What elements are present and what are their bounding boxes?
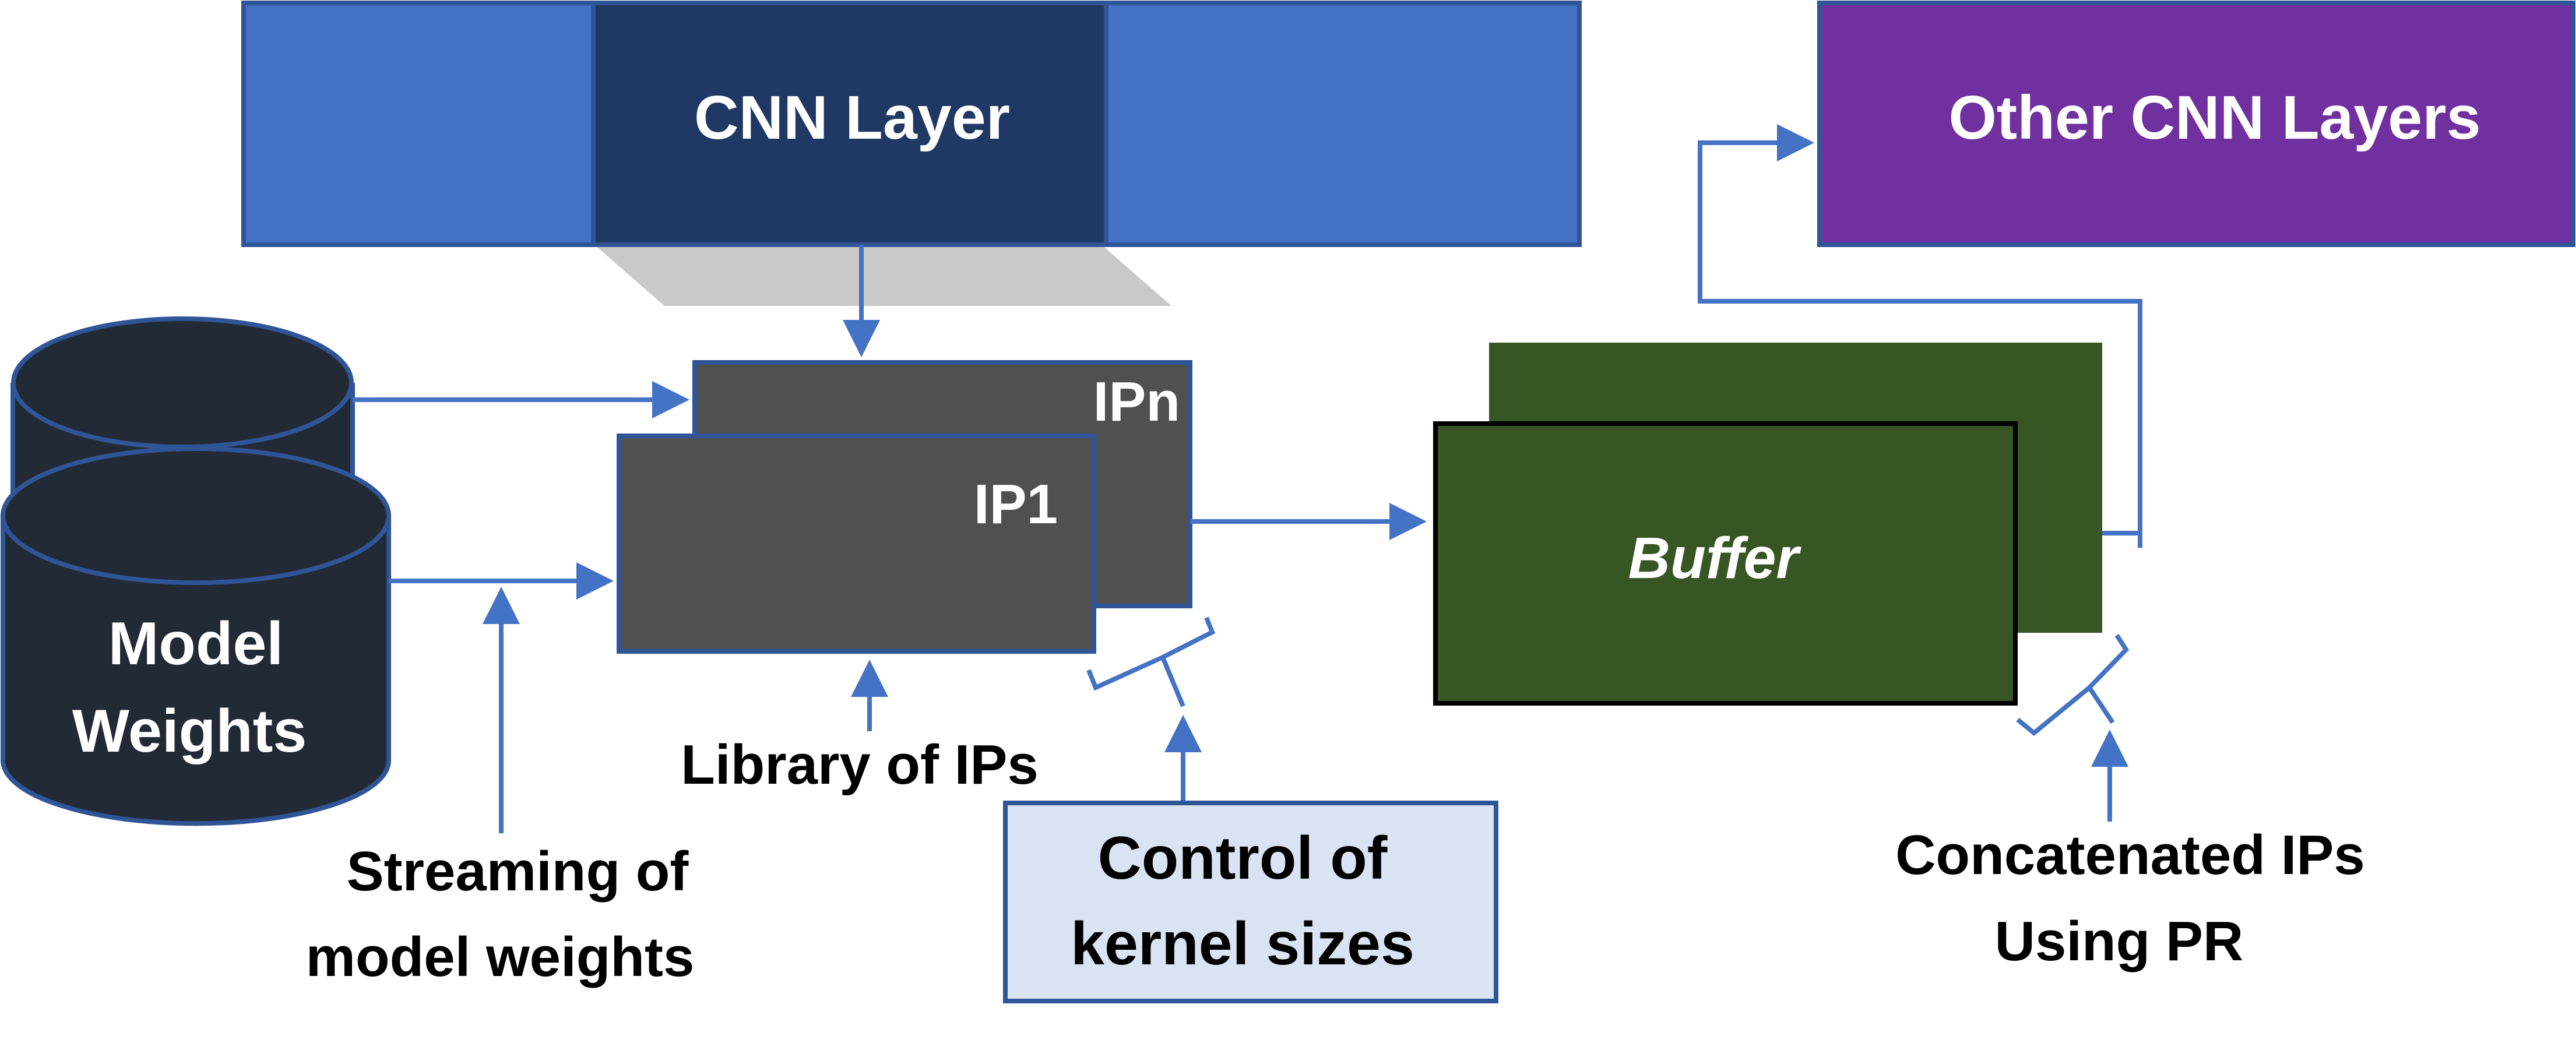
streaming-label-line2: model weights — [306, 926, 695, 988]
control-kernel-sizes-box: Control of kernel sizes — [1003, 801, 1498, 1003]
arrow-buffer-to-other-layers — [1698, 124, 2142, 535]
concat-switch-icon — [2016, 633, 2130, 737]
other-cnn-layers-label: Other CNN Layers — [1948, 83, 2480, 152]
ip-n-label: IPn — [1093, 371, 1180, 433]
concat-label-line1: Concatenated IPs — [1895, 824, 2365, 886]
model-weights-database: Model Weights — [1, 316, 391, 826]
other-cnn-layers-block: Other CNN Layers — [1817, 1, 2575, 247]
cnn-layer-left-segment — [241, 1, 596, 247]
other-cnn-layers-box — [1817, 1, 2575, 247]
control-box — [1003, 801, 1498, 1003]
model-weights-label-line2: Weights — [72, 697, 307, 765]
buffer-front-box — [1433, 421, 2018, 706]
cnn-layer-shadow — [594, 245, 1171, 306]
ip-library-stack: IPn IP1 — [617, 360, 1192, 654]
model-weights-cylinder-front — [1, 446, 391, 826]
streaming-label-line1: Streaming of — [347, 840, 689, 903]
control-switch-icon — [1086, 616, 1216, 707]
connectors — [353, 124, 2142, 833]
buffer-label: Buffer — [1628, 526, 1802, 591]
library-of-ips-label: Library of IPs — [681, 734, 1039, 796]
control-label-line1: Control of — [1098, 824, 1388, 892]
buffer-stack: Buffer — [1433, 343, 2102, 706]
model-weights-label-line1: Model — [108, 610, 283, 678]
ip-1-label: IP1 — [974, 473, 1058, 535]
cnn-layer-right-segment — [1104, 1, 1582, 247]
cnn-layer-center-segment — [591, 1, 1108, 247]
cnn-layer-block: CNN Layer — [241, 1, 1582, 306]
cnn-layer-label: CNN Layer — [694, 83, 1010, 152]
control-label-line2: kernel sizes — [1071, 910, 1414, 978]
ip-1-box — [617, 434, 1096, 654]
concat-label-line2: Using PR — [1995, 910, 2244, 972]
